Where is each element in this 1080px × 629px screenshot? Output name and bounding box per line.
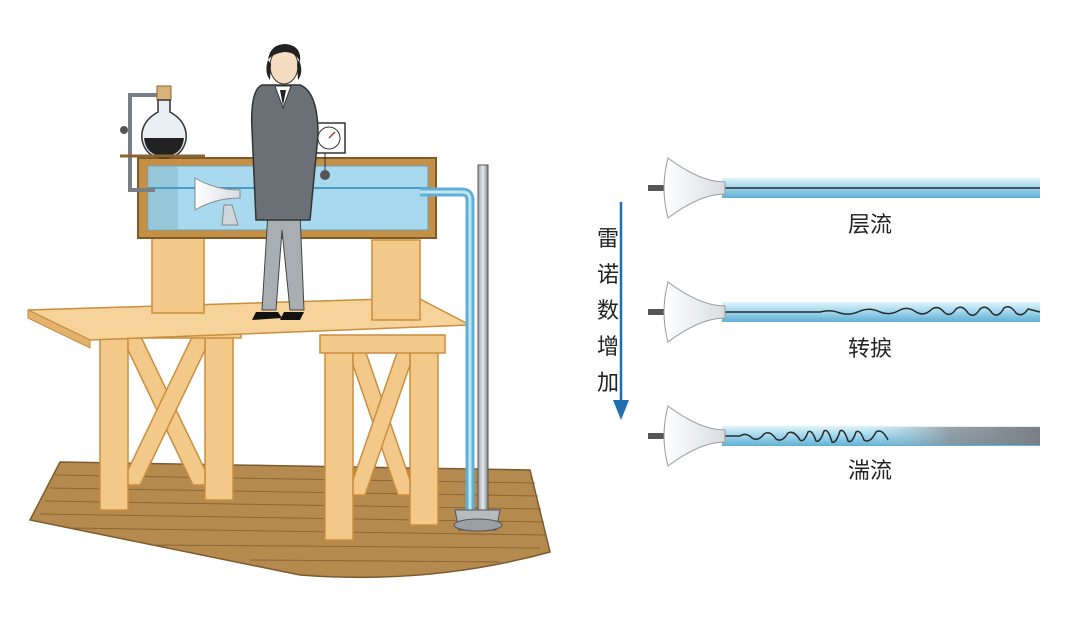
dye-flask bbox=[120, 85, 205, 192]
arrow-label-char: 加 bbox=[597, 371, 619, 396]
regime-label-turbulent: 湍流 bbox=[848, 459, 892, 484]
arrow-label-char: 雷 bbox=[597, 227, 619, 252]
scientist-figure bbox=[250, 44, 319, 320]
tank-supports bbox=[151, 234, 421, 321]
regime-label-transitional: 转捩 bbox=[848, 337, 892, 362]
arrow-label-char: 数 bbox=[597, 299, 619, 324]
arrow-label-char: 诺 bbox=[597, 263, 619, 288]
reynolds-arrow-label: 雷 诺 数 增 加 bbox=[597, 227, 619, 396]
table-legs bbox=[95, 319, 446, 541]
arrow-label-char: 增 bbox=[597, 335, 619, 360]
laminar-flow-tube: 层流 bbox=[648, 157, 1040, 238]
apparatus-illustration bbox=[27, 44, 551, 579]
regime-label-laminar: 层流 bbox=[848, 213, 892, 238]
reynolds-arrow bbox=[613, 202, 629, 420]
transitional-flow-tube: 转捩 bbox=[648, 281, 1041, 362]
turbulent-flow-tube: 湍流 bbox=[648, 405, 1040, 484]
gauge-post bbox=[477, 164, 489, 511]
